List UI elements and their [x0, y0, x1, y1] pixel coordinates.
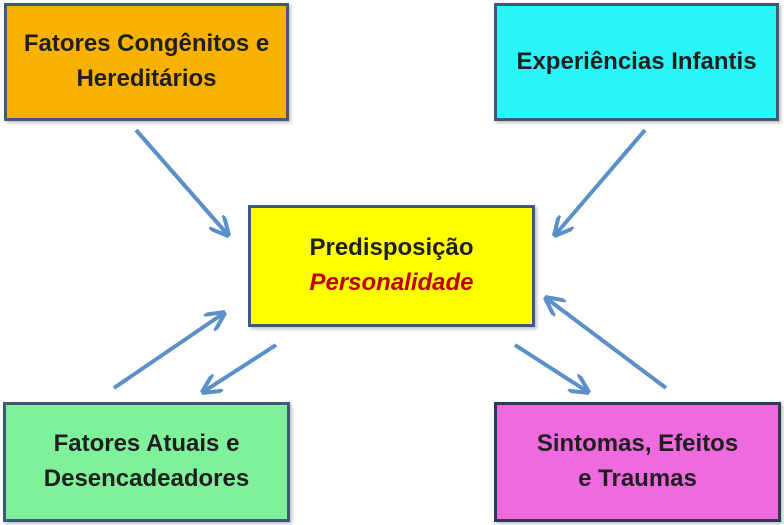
node-personality-line2: Personalidade	[309, 269, 474, 296]
node-symptoms-line2: e Traumas	[578, 465, 697, 492]
node-predisposition: Predisposição Personalidade	[248, 205, 535, 327]
node-current-line1: Fatores Atuais e	[53, 430, 240, 458]
node-symptoms-line1: Sintomas, Efeitos	[536, 430, 739, 458]
arrow-center-to-current	[203, 343, 278, 392]
node-predisposition-line1: Predisposição	[309, 234, 474, 262]
arrow-current-to-center	[112, 313, 224, 390]
node-current-triggers: Fatores Atuais e Desencadeadores	[3, 402, 290, 522]
arrow-congenital-to-center	[134, 128, 228, 235]
node-congenital-line1: Fatores Congênitos e	[23, 30, 270, 58]
node-congenital-line2: Hereditários	[76, 65, 217, 92]
arrow-childhood-to-center	[555, 128, 647, 235]
node-childhood-experiences: Experiências Infantis	[494, 3, 779, 121]
node-congenital-hereditary: Fatores Congênitos e Hereditários	[4, 3, 289, 121]
arrow-center-to-symptoms	[513, 343, 588, 392]
node-childhood-line1: Experiências Infantis	[516, 47, 757, 75]
node-symptoms-effects-traumas: Sintomas, Efeitos e Traumas	[494, 402, 781, 522]
arrow-symptoms-to-center	[546, 298, 668, 390]
node-current-line2: Desencadeadores	[43, 465, 250, 492]
